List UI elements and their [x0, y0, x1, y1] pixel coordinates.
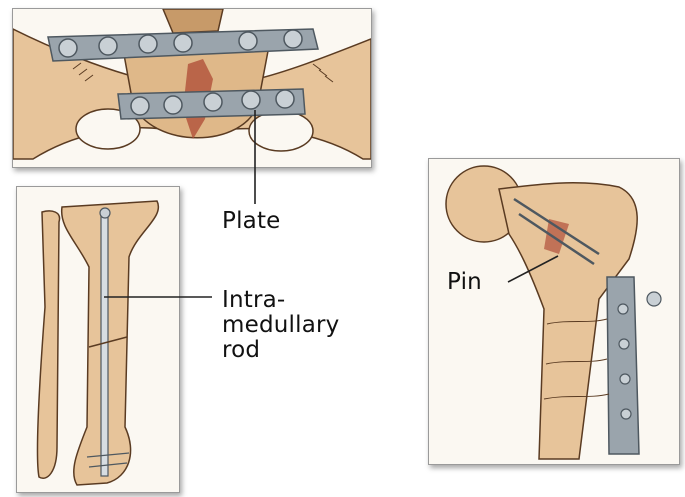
- femur-drawing: [429, 159, 679, 464]
- rod-label-line-2: medullary: [222, 313, 339, 338]
- plate-label: Plate: [222, 209, 281, 234]
- pin-label-text: Pin: [447, 270, 482, 295]
- intramedullary-rod-label: Intra- medullary rod: [222, 288, 339, 363]
- rod-label-line-1: Intra-: [222, 288, 339, 313]
- pin-label: Pin: [447, 270, 482, 295]
- rod-label-line-3: rod: [222, 338, 339, 363]
- tibia-rod-illustration: [16, 186, 180, 493]
- femur-pin-illustration: [428, 158, 680, 465]
- pelvis-drawing: [13, 9, 371, 167]
- pelvis-plate-illustration: [12, 8, 372, 168]
- plate-label-text: Plate: [222, 209, 281, 234]
- tibia-drawing: [17, 187, 179, 492]
